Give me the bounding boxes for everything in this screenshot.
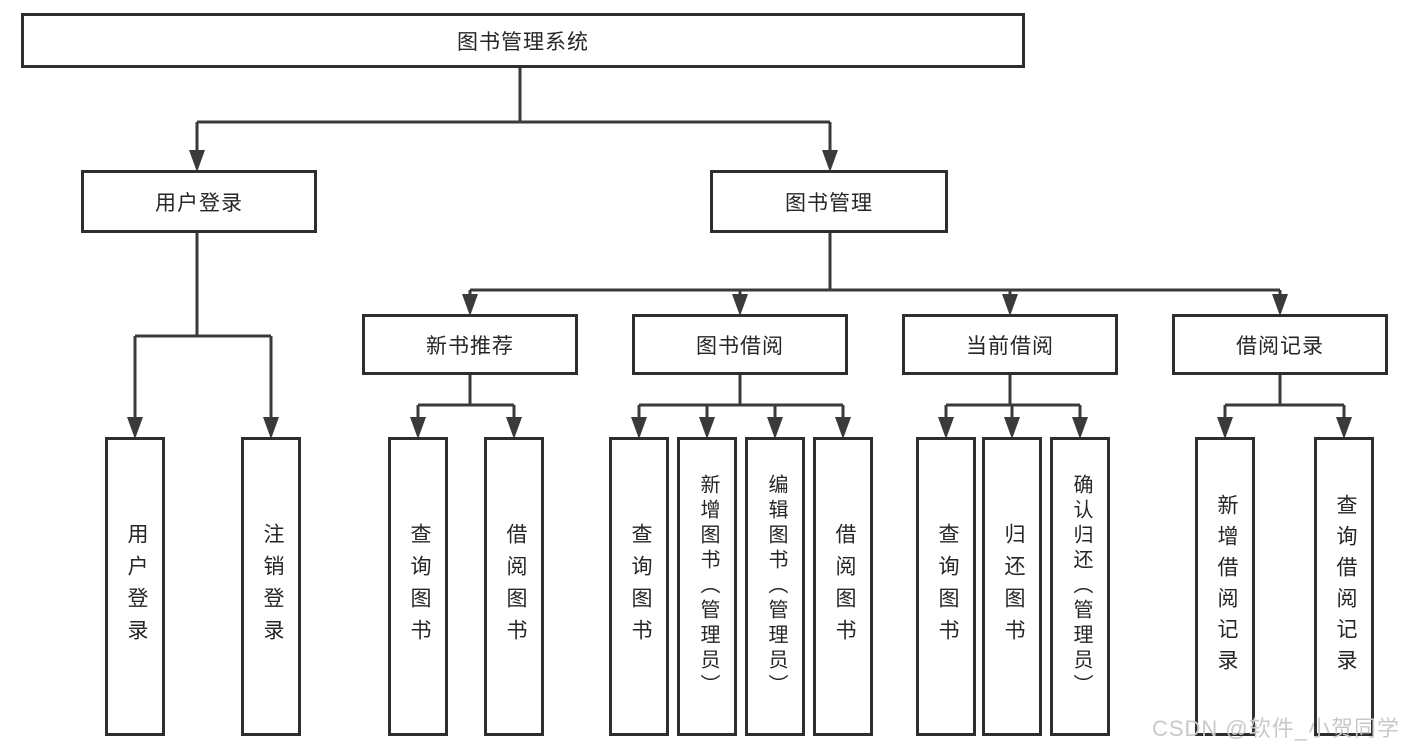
arrowhead-icon: [1336, 417, 1352, 439]
arrowhead-icon: [767, 417, 783, 439]
leaf-confirm-return-admin: 确认归还（管理员）: [1050, 437, 1110, 736]
edge-borrowing-to-children: [637, 375, 845, 421]
edge-records-to-children: [1223, 375, 1346, 421]
arrowhead-icon: [127, 417, 143, 439]
arrowhead-icon: [1272, 294, 1288, 316]
arrowhead-icon: [938, 417, 954, 439]
leaf-query-books-current: 查询图书: [916, 437, 976, 736]
arrowhead-icon: [410, 417, 426, 439]
arrowhead-icon: [822, 150, 838, 172]
edge-current-to-children: [944, 375, 1082, 421]
edge-newbooks-to-children: [416, 375, 516, 421]
leaf-query-books-borrow: 查询图书: [609, 437, 669, 736]
leaf-logout: 注销登录: [241, 437, 301, 736]
node-book-borrow: 图书借阅: [632, 314, 848, 375]
leaf-borrow-books: 借阅图书: [813, 437, 873, 736]
edge-root-to-level2: [195, 68, 832, 152]
arrowhead-icon: [1072, 417, 1088, 439]
arrowhead-icon: [835, 417, 851, 439]
edge-bookmgmt-to-level3: [468, 233, 1282, 296]
leaf-query-books-recommend: 查询图书: [388, 437, 448, 736]
leaf-user-login: 用户登录: [105, 437, 165, 736]
node-system-root: 图书管理系统: [21, 13, 1025, 68]
node-borrow-records: 借阅记录: [1172, 314, 1388, 375]
leaf-borrow-books-recommend: 借阅图书: [484, 437, 544, 736]
arrowhead-icon: [699, 417, 715, 439]
arrowhead-icon: [1217, 417, 1233, 439]
node-new-book-recommend: 新书推荐: [362, 314, 578, 375]
arrowhead-icon: [506, 417, 522, 439]
arrowhead-icon: [189, 150, 205, 172]
watermark: CSDN @软件_小贺同学: [1151, 716, 1400, 741]
leaf-query-borrow-record: 查询借阅记录: [1314, 437, 1374, 736]
leaf-add-books-admin: 新增图书（管理员）: [677, 437, 737, 736]
arrowhead-icon: [732, 294, 748, 316]
edge-userlogin-to-children: [133, 233, 273, 421]
arrowhead-icon: [1002, 294, 1018, 316]
arrowhead-icon: [462, 294, 478, 316]
node-user-login: 用户登录: [81, 170, 317, 233]
leaf-add-borrow-record: 新增借阅记录: [1195, 437, 1255, 736]
arrowhead-icon: [631, 417, 647, 439]
node-book-management: 图书管理: [710, 170, 948, 233]
leaf-edit-books-admin: 编辑图书（管理员）: [745, 437, 805, 736]
leaf-return-books: 归还图书: [982, 437, 1042, 736]
arrowhead-icon: [263, 417, 279, 439]
arrowhead-icon: [1004, 417, 1020, 439]
node-current-borrow: 当前借阅: [902, 314, 1118, 375]
